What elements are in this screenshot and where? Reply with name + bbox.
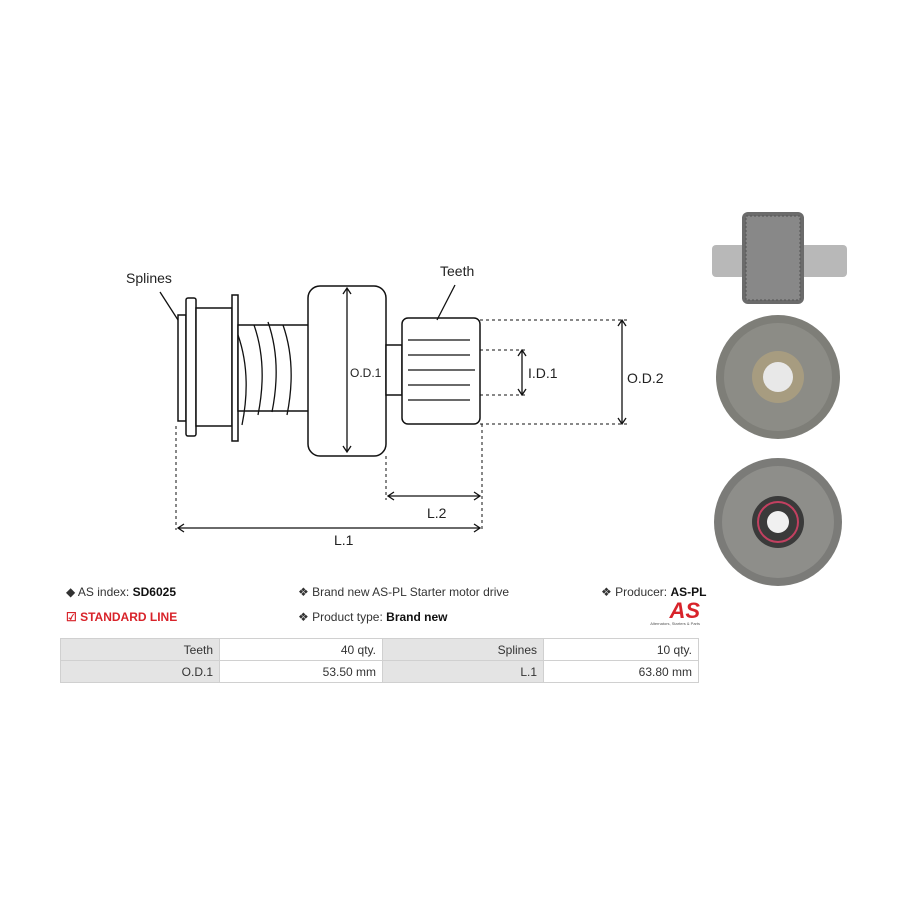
as-pl-logo: AS Alternators, Starters & Parts: [650, 598, 700, 627]
producer: ❖ Producer: AS-PL: [601, 585, 707, 599]
specs-table: Teeth 40 qty. Splines 10 qty. O.D.1 53.5…: [60, 638, 699, 683]
product-photo-side: [712, 212, 847, 304]
label-od2: O.D.2: [627, 370, 664, 386]
spec-value: 40 qty.: [219, 638, 383, 661]
spline-flange: [177, 314, 187, 422]
label-id1: I.D.1: [528, 365, 558, 381]
description: ❖ Brand new AS-PL Starter motor drive: [298, 585, 510, 599]
spec-value: 53.50 mm: [219, 660, 383, 683]
info-icon: ❖: [601, 585, 612, 599]
product-photo-back: [714, 458, 842, 586]
table-row: O.D.1 53.50 mm L.1 63.80 mm: [60, 660, 699, 683]
table-row: Teeth 40 qty. Splines 10 qty.: [60, 638, 699, 661]
spec-value: 10 qty.: [543, 638, 699, 661]
label-l1: L.1: [334, 532, 354, 548]
label-teeth: Teeth: [440, 263, 474, 279]
as-index: ◆ AS index: SD6025: [66, 585, 176, 599]
info-icon: ❖: [298, 610, 309, 624]
spec-label: L.1: [382, 660, 544, 683]
label-od1: O.D.1: [350, 366, 382, 380]
spec-label: O.D.1: [60, 660, 220, 683]
spec-label: Splines: [382, 638, 544, 661]
spec-value: 63.80 mm: [543, 660, 699, 683]
label-l2: L.2: [427, 505, 447, 521]
tag-icon: ◆: [66, 585, 76, 599]
as-index-value: SD6025: [132, 585, 176, 599]
gear-teeth: [401, 317, 481, 425]
spec-label: Teeth: [60, 638, 220, 661]
info-icon: ❖: [298, 585, 309, 599]
product-photo-front: [716, 315, 840, 439]
checkbox-icon: ☑: [66, 610, 77, 624]
label-splines: Splines: [126, 270, 172, 286]
product-type: ❖ Product type: Brand new: [298, 610, 448, 624]
standard-line-badge: ☑ STANDARD LINE: [66, 610, 178, 624]
